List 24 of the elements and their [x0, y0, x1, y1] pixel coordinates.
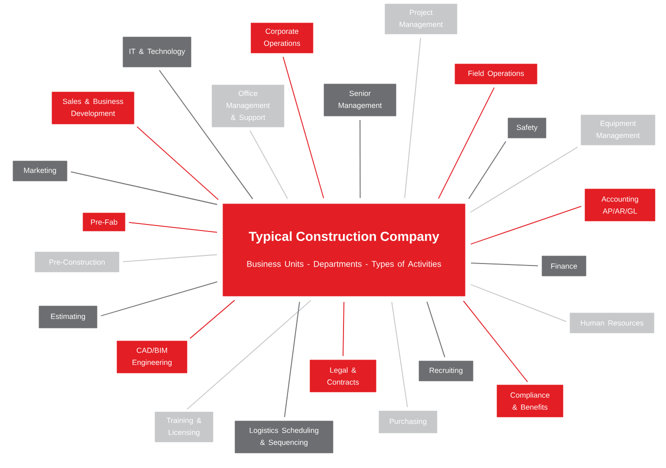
connector-line — [342, 302, 344, 356]
connector-line — [122, 254, 218, 262]
connector-line — [284, 302, 300, 418]
connector-line — [426, 301, 446, 358]
central-box: Typical Construction Company Business Units - Departments - Types of Activities — [221, 202, 467, 298]
connector-line — [468, 140, 506, 200]
connector-line — [158, 70, 254, 200]
connector-line — [463, 300, 528, 382]
connector-line — [470, 262, 538, 266]
connector-line — [282, 56, 324, 199]
connector-line — [470, 206, 582, 245]
connector-line — [128, 222, 218, 233]
connector-line — [470, 284, 567, 322]
connector-line — [190, 300, 236, 339]
connector-line — [404, 38, 422, 198]
connector-line — [360, 120, 361, 198]
connector-line — [70, 171, 218, 205]
connector-line — [186, 300, 312, 410]
connector-line — [438, 87, 495, 199]
connector-line — [391, 302, 408, 408]
connector-line — [249, 130, 288, 200]
connector-line — [100, 281, 218, 316]
connector-line — [136, 126, 219, 200]
connector-line — [470, 146, 578, 213]
